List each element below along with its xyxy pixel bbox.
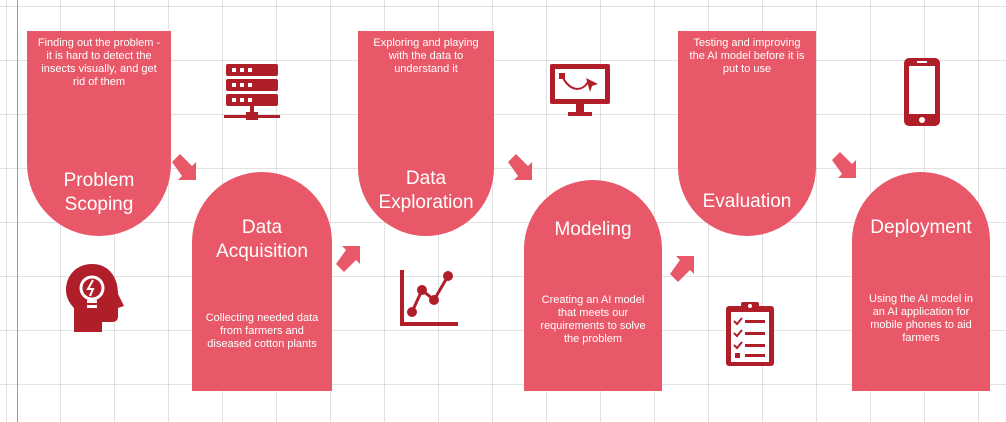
arrow-up-right-icon (670, 256, 694, 282)
stage-description: Using the AI model in an AI application … (869, 293, 973, 344)
stage-problem-scoping: Finding out the problem - it is hard to … (27, 31, 171, 236)
stage-evaluation: Testing and improving the AI model befor… (678, 31, 816, 236)
stage-title: Modeling (554, 219, 632, 240)
stage-description: Exploring and playing with the data to u… (373, 37, 479, 75)
arrow-up-right-icon (336, 246, 360, 272)
stage-title: Problem Scoping (63, 170, 135, 215)
arrow-down-right-icon (172, 154, 196, 180)
stage-description: Finding out the problem - it is hard to … (37, 37, 161, 88)
chart-icon (400, 270, 458, 326)
arrow-down-right-icon (508, 154, 532, 180)
arrow-down-right-icon (832, 152, 856, 178)
stage-data-acquisition: Data Acquisition Collecting needed data … (192, 172, 332, 391)
stage-data-exploration: Exploring and playing with the data to u… (358, 31, 494, 236)
stage-title: Data Exploration (378, 168, 474, 213)
stage-description: Collecting needed data from farmers and … (205, 312, 319, 350)
stage-modeling: Modeling Creating an AI model that meets… (524, 180, 662, 391)
stage-description: Creating an AI model that meets our requ… (540, 294, 646, 345)
stage-description: Testing and improving the AI model befor… (689, 37, 805, 75)
monitor-vector-icon (550, 64, 610, 116)
clipboard-checklist-icon (726, 302, 774, 366)
server-icon (224, 64, 280, 120)
left-rule (17, 0, 18, 422)
stage-title: Deployment (870, 217, 972, 238)
smartphone-icon (904, 58, 940, 126)
stage-title: Evaluation (702, 191, 792, 212)
stage-title: Data Acquisition (216, 217, 308, 262)
head-lightbulb-icon (66, 264, 124, 332)
stage-deployment: Deployment Using the AI model in an AI a… (852, 172, 990, 391)
